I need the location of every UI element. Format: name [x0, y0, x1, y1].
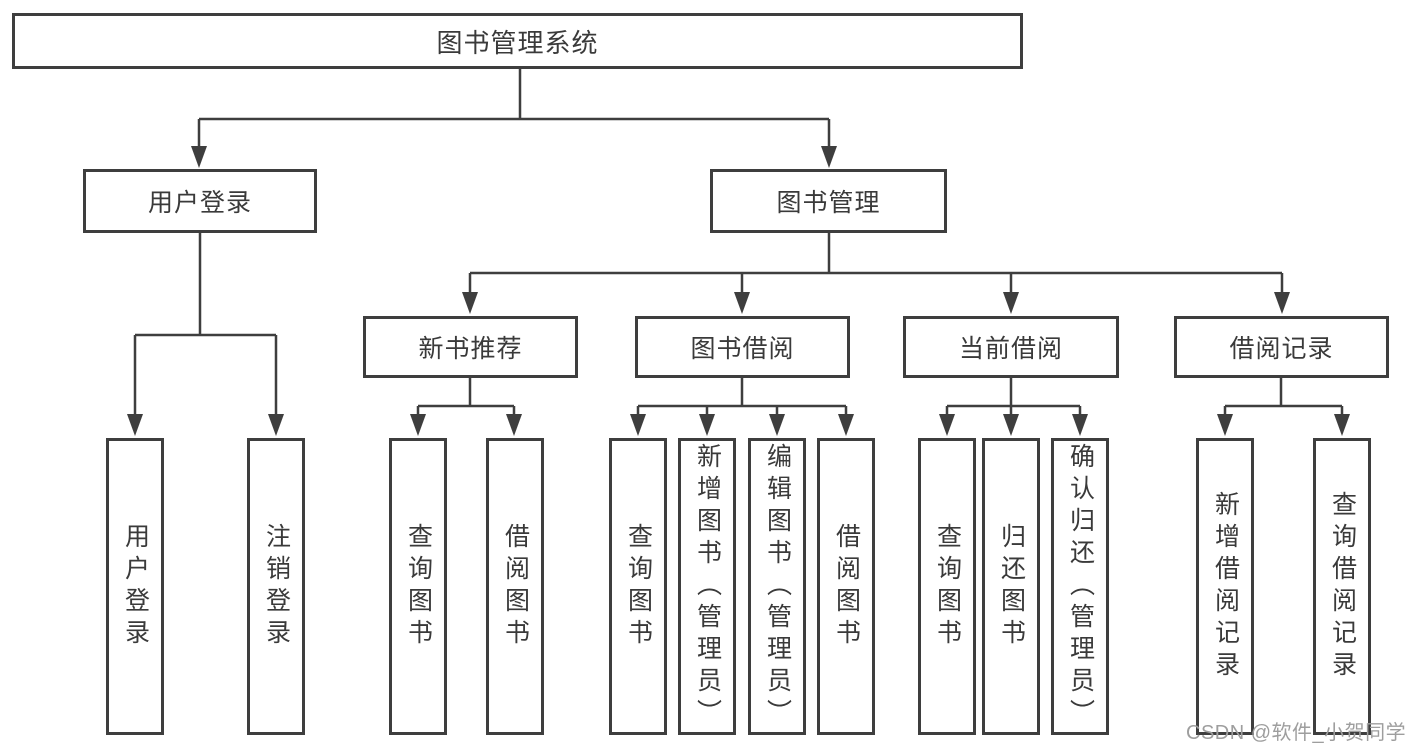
- arrowhead: [1274, 292, 1290, 314]
- arrowhead: [506, 414, 522, 436]
- leaf-logout: 注销登录: [247, 438, 305, 735]
- leaf-query-borrow-record-label: 查询借阅记录: [1328, 490, 1357, 683]
- leaf-query-books-current: 查询图书: [918, 438, 976, 735]
- leaf-query-books-recommend: 查询图书: [389, 438, 447, 735]
- node-current-borrowing-label: 当前借阅: [958, 335, 1063, 363]
- watermark: CSDN @软件_小贺同学: [1186, 722, 1405, 744]
- node-book-management: 图书管理: [710, 169, 947, 233]
- leaf-user-login-label: 用户登录: [121, 522, 150, 651]
- arrowhead: [821, 146, 837, 168]
- arrowheads: [127, 146, 1350, 436]
- arrowhead: [1217, 414, 1233, 436]
- arrowhead: [410, 414, 426, 436]
- node-root: 图书管理系统: [12, 13, 1023, 69]
- arrowhead: [127, 414, 143, 436]
- leaf-query-books-borrowing-label: 查询图书: [624, 522, 653, 651]
- leaf-add-books-admin: 新增图书（管理员）: [678, 438, 736, 735]
- leaf-confirm-return-admin-label: 确认归还（管理员）: [1066, 442, 1095, 731]
- arrowhead: [1003, 414, 1019, 436]
- arrowhead: [699, 414, 715, 436]
- connector-root: [197, 68, 831, 148]
- arrowhead: [734, 292, 750, 314]
- leaf-add-borrow-record: 新增借阅记录: [1196, 438, 1254, 735]
- leaf-add-books-admin-label: 新增图书（管理员）: [693, 442, 722, 731]
- node-new-book-recommend: 新书推荐: [363, 316, 578, 378]
- arrowhead: [838, 414, 854, 436]
- node-user-login-label: 用户登录: [147, 189, 252, 217]
- leaf-query-books-borrowing: 查询图书: [609, 438, 667, 735]
- leaf-borrow-books-borrowing-label: 借阅图书: [832, 522, 861, 651]
- node-book-borrowing: 图书借阅: [635, 316, 850, 378]
- connector-book-management: [468, 233, 1284, 294]
- leaf-confirm-return-admin: 确认归还（管理员）: [1051, 438, 1109, 735]
- node-borrowing-records-label: 借阅记录: [1229, 335, 1334, 363]
- arrowhead: [268, 414, 284, 436]
- connector-user-login: [133, 233, 278, 415]
- leaf-logout-label: 注销登录: [262, 522, 291, 651]
- leaf-edit-books-admin-label: 编辑图书（管理员）: [763, 442, 792, 731]
- connector-book-borrowing: [636, 378, 848, 416]
- node-book-management-label: 图书管理: [776, 189, 881, 217]
- leaf-borrow-books-borrowing: 借阅图书: [817, 438, 875, 735]
- node-user-login: 用户登录: [83, 169, 317, 233]
- leaf-return-books: 归还图书: [982, 438, 1040, 735]
- connector-borrowing-records: [1223, 378, 1344, 416]
- arrowhead: [630, 414, 646, 436]
- leaf-user-login: 用户登录: [106, 438, 164, 735]
- node-book-borrowing-label: 图书借阅: [690, 335, 795, 363]
- leaf-add-borrow-record-label: 新增借阅记录: [1211, 490, 1240, 683]
- arrowhead: [191, 146, 207, 168]
- arrowhead: [939, 414, 955, 436]
- arrowhead: [462, 292, 478, 314]
- connector-current-borrowing: [945, 378, 1082, 416]
- node-new-book-recommend-label: 新书推荐: [418, 335, 523, 363]
- leaf-edit-books-admin: 编辑图书（管理员）: [748, 438, 806, 735]
- leaf-borrow-books-recommend-label: 借阅图书: [501, 522, 530, 651]
- connector-new-book-recommend: [416, 378, 516, 416]
- node-root-label: 图书管理系统: [436, 27, 599, 58]
- leaf-query-books-recommend-label: 查询图书: [404, 522, 433, 651]
- leaf-query-books-current-label: 查询图书: [933, 522, 962, 651]
- arrowhead: [1334, 414, 1350, 436]
- arrowhead: [769, 414, 785, 436]
- arrowhead: [1003, 292, 1019, 314]
- node-current-borrowing: 当前借阅: [903, 316, 1119, 378]
- leaf-query-borrow-record: 查询借阅记录: [1313, 438, 1371, 735]
- leaf-return-books-label: 归还图书: [997, 522, 1026, 651]
- node-borrowing-records: 借阅记录: [1174, 316, 1389, 378]
- arrowhead: [1072, 414, 1088, 436]
- leaf-borrow-books-recommend: 借阅图书: [486, 438, 544, 735]
